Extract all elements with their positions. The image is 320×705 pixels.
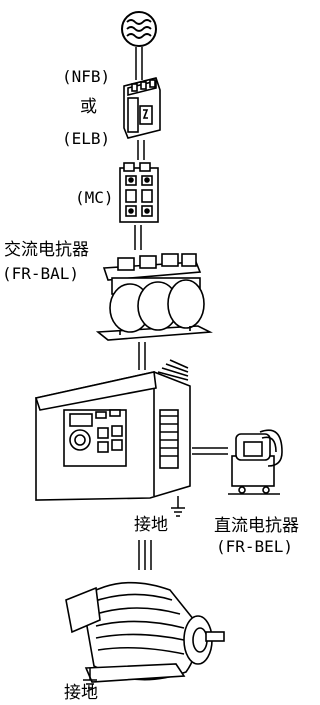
- wire-acreactor-inverter: [138, 342, 146, 370]
- breaker-label-or: 或: [80, 97, 97, 117]
- wire-contactor-acreactor: [134, 225, 142, 250]
- dc-reactor-label-cn: 直流电抗器: [214, 516, 299, 536]
- motor-ground-icon: [83, 668, 97, 689]
- wire-source-breaker: [135, 47, 143, 80]
- contactor-label: (MC): [75, 188, 114, 207]
- motor-icon: [65, 581, 225, 683]
- breaker-icon: [123, 77, 161, 139]
- inverter-ground-icon: [171, 496, 185, 517]
- wire-breaker-contactor: [137, 140, 145, 160]
- wire-inverter-dcreactor: [192, 447, 228, 455]
- dc-reactor-icon: [228, 429, 283, 495]
- breaker-label-nfb: (NFB): [62, 67, 110, 86]
- breaker-label-elb: (ELB): [62, 129, 110, 148]
- ac-power-source-icon: [121, 11, 157, 47]
- inverter-icon: [34, 359, 191, 501]
- inverter-ground-label: 接地: [134, 515, 168, 535]
- dc-reactor-label-en: (FR-BEL): [216, 537, 293, 556]
- motor-ground-label: 接地: [64, 683, 98, 703]
- contactor-icon: [119, 162, 159, 223]
- wire-inverter-motor: [138, 540, 152, 570]
- ac-reactor-label-en: (FR-BAL): [2, 264, 79, 283]
- ac-reactor-icon: [95, 253, 213, 341]
- ac-reactor-label-cn: 交流电抗器: [4, 240, 89, 260]
